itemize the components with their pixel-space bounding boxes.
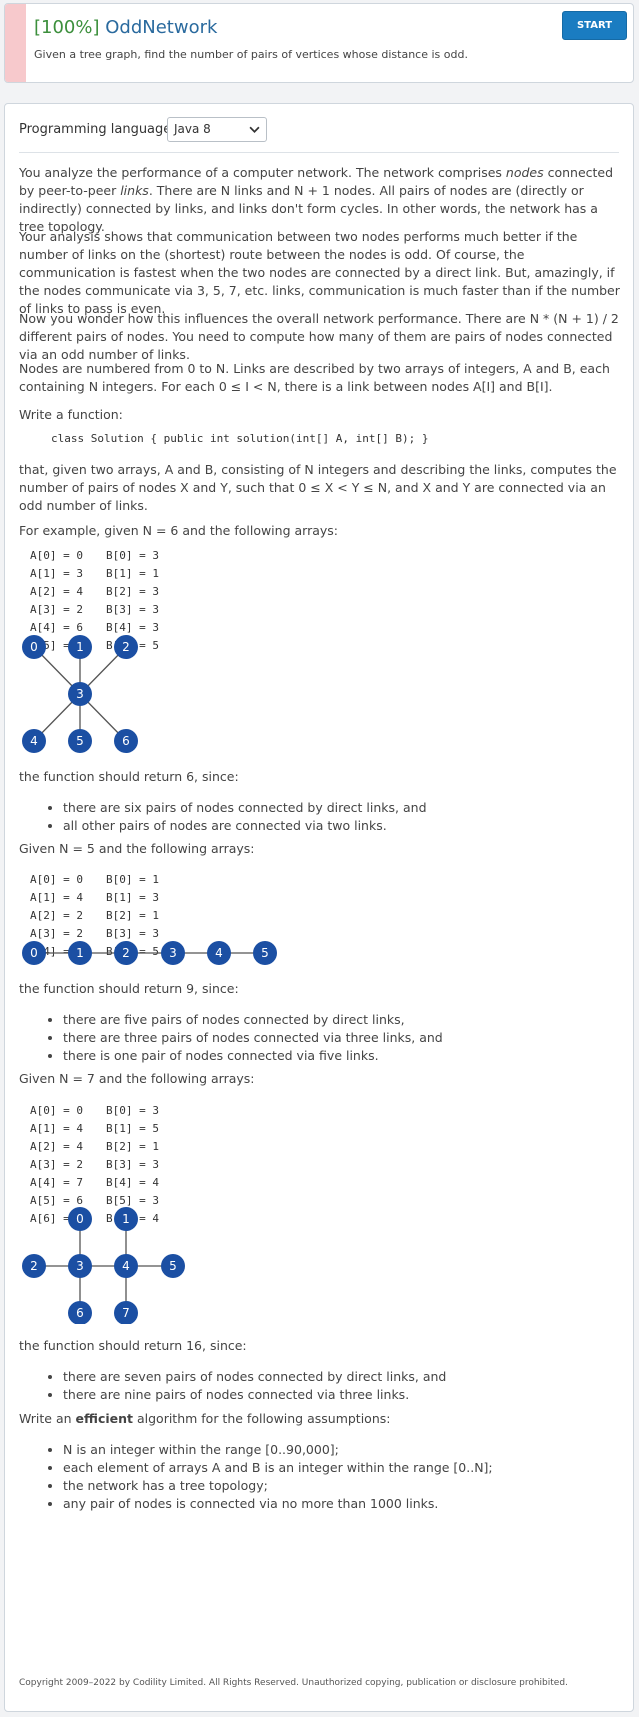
list-item: the network has a tree topology;: [63, 1477, 624, 1495]
list-item: any pair of nodes is connected via no mo…: [63, 1495, 624, 1513]
graph-node: [161, 941, 185, 965]
graph-node: [253, 941, 277, 965]
graph-node-label: 3: [76, 1259, 84, 1273]
example-3-intro: Given N = 7 and the following arrays:: [19, 1071, 255, 1086]
paragraph-intro: You analyze the performance of a compute…: [19, 165, 614, 234]
graph-node-label: 1: [76, 946, 84, 960]
graph-node-label: 4: [30, 734, 38, 748]
graph-node: [114, 1207, 138, 1231]
paragraph-write-function: Write a function:: [19, 407, 123, 422]
example-1-explanation: there are six pairs of nodes connected b…: [19, 799, 624, 835]
graph-node: [68, 1301, 92, 1324]
assumptions-list: N is an integer within the range [0..90,…: [19, 1441, 624, 1513]
graph-node: [68, 1207, 92, 1231]
graph-node: [114, 1254, 138, 1278]
paragraph-function-spec: that, given two arrays, A and B, consist…: [19, 462, 617, 513]
graph-node-label: 2: [122, 640, 130, 654]
list-item: there are five pairs of nodes connected …: [63, 1011, 624, 1029]
graph-node: [114, 729, 138, 753]
example-3-explanation: there are seven pairs of nodes connected…: [19, 1368, 624, 1404]
list-item: there are nine pairs of nodes connected …: [63, 1386, 624, 1404]
example-1-graph: 0 1 2 3 4 5 6: [22, 635, 138, 753]
divider: [19, 152, 619, 153]
task-score: [100%]: [34, 17, 100, 38]
language-selected-value: Java 8: [174, 122, 211, 136]
example-1-intro: For example, given N = 6 and the followi…: [19, 523, 338, 538]
list-item: there is one pair of nodes connected via…: [63, 1047, 624, 1065]
example-3-graph: 0 1 2 3 4 5 6 7: [22, 1207, 185, 1324]
graph-node: [114, 1301, 138, 1324]
language-select[interactable]: Java 8: [167, 117, 267, 142]
graph-node: [68, 1254, 92, 1278]
example-2-result: the function should return 9, since:: [19, 981, 239, 996]
graph-node-label: 3: [169, 946, 177, 960]
graph-node: [68, 682, 92, 706]
task-summary: Given a tree graph, find the number of p…: [34, 48, 468, 61]
graph-node-label: 3: [76, 687, 84, 701]
graph-node-label: 6: [122, 734, 130, 748]
example-2-explanation: there are five pairs of nodes connected …: [19, 1011, 624, 1065]
paragraph-efficient: Write an efficient algorithm for the fol…: [19, 1411, 391, 1426]
graph-node: [22, 729, 46, 753]
task-description-panel: Programming language: Java 8 You analyze…: [4, 103, 634, 1712]
graph-node: [114, 941, 138, 965]
graph-node-label: 5: [76, 734, 84, 748]
graph-node: [22, 1254, 46, 1278]
status-stripe: [5, 4, 26, 82]
task-header: [100%] OddNetwork Given a tree graph, fi…: [4, 3, 634, 83]
graph-node-label: 4: [215, 946, 223, 960]
graph-node: [207, 941, 231, 965]
graph-node-label: 1: [122, 1212, 130, 1226]
graph-node: [22, 635, 46, 659]
example-3-result: the function should return 16, since:: [19, 1338, 247, 1353]
list-item: there are three pairs of nodes connected…: [63, 1029, 624, 1047]
function-signature: class Solution { public int solution(int…: [51, 432, 429, 445]
task-title: [100%] OddNetwork: [34, 16, 217, 40]
graph-node-label: 2: [30, 1259, 38, 1273]
graph-node: [68, 729, 92, 753]
copyright-footer: Copyright 2009–2022 by Codility Limited.…: [19, 1678, 568, 1688]
task-name: OddNetwork: [105, 17, 218, 38]
start-button[interactable]: START: [562, 11, 627, 40]
graph-node-label: 6: [76, 1306, 84, 1320]
graph-node-label: 0: [30, 640, 38, 654]
paragraph-pairs: Now you wonder how this influences the o…: [19, 311, 619, 362]
graph-node-label: 0: [30, 946, 38, 960]
paragraph-arrays: Nodes are numbered from 0 to N. Links ar…: [19, 361, 610, 394]
example-2-intro: Given N = 5 and the following arrays:: [19, 841, 255, 856]
graph-node-label: 5: [261, 946, 269, 960]
graph-node: [114, 635, 138, 659]
list-item: all other pairs of nodes are connected v…: [63, 817, 624, 835]
example-1-result: the function should return 6, since:: [19, 769, 239, 784]
chevron-down-icon: [249, 126, 260, 133]
graph-node: [22, 941, 46, 965]
paragraph-odd-route: Your analysis shows that communication b…: [19, 229, 620, 316]
graph-node-label: 4: [122, 1259, 130, 1273]
list-item: each element of arrays A and B is an int…: [63, 1459, 624, 1477]
example-2-graph: 0 1 2 3 4 5: [22, 941, 277, 965]
graph-node-label: 0: [76, 1212, 84, 1226]
graph-node-label: 5: [169, 1259, 177, 1273]
language-label: Programming language:: [19, 122, 176, 137]
list-item: there are six pairs of nodes connected b…: [63, 799, 624, 817]
list-item: there are seven pairs of nodes connected…: [63, 1368, 624, 1386]
graph-node: [161, 1254, 185, 1278]
graph-node-label: 7: [122, 1306, 130, 1320]
graph-node: [68, 941, 92, 965]
graph-node: [68, 635, 92, 659]
graph-node-label: 1: [76, 640, 84, 654]
list-item: N is an integer within the range [0..90,…: [63, 1441, 624, 1459]
graph-node-label: 2: [122, 946, 130, 960]
